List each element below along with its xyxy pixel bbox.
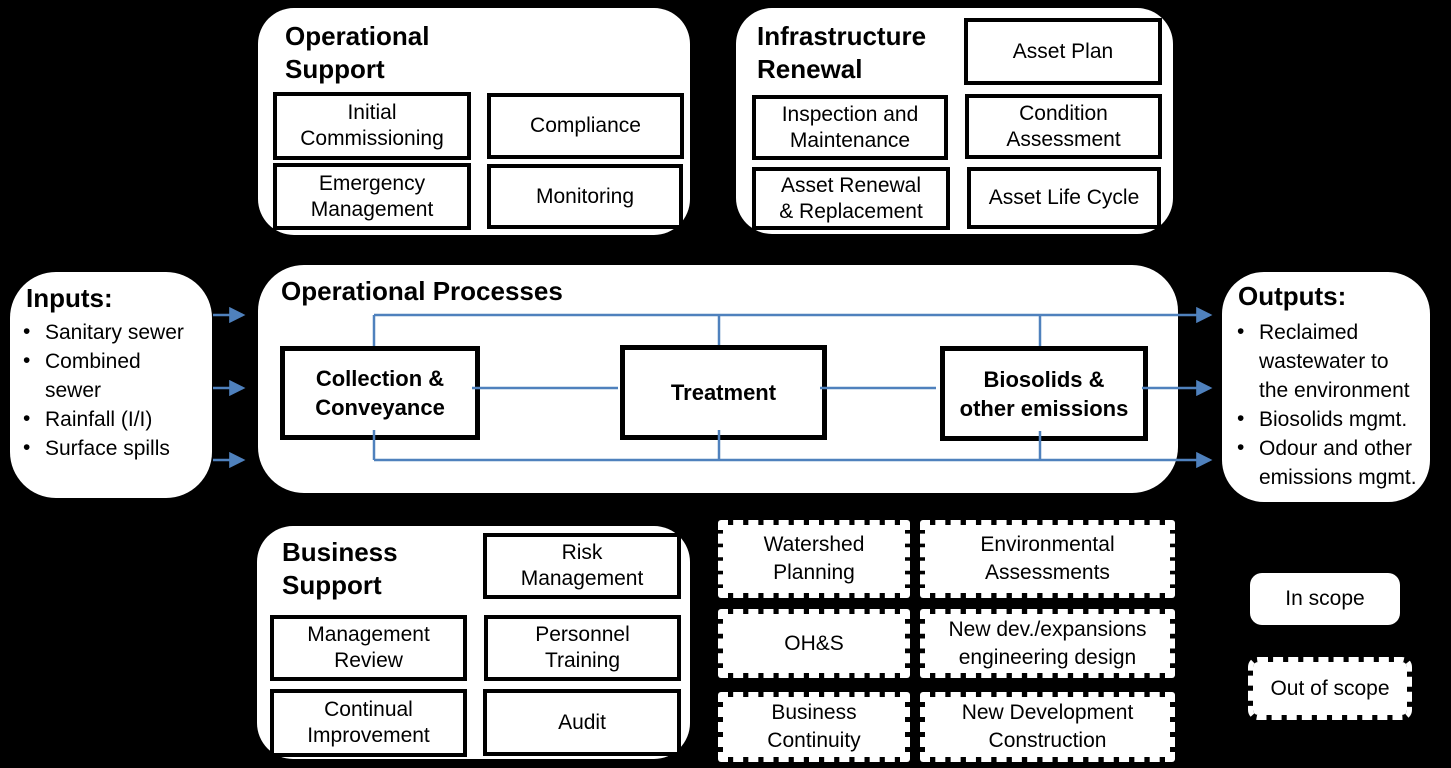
box-initial-commissioning: Initial Commissioning [273, 92, 471, 160]
input-item-surface-spills: Surface spills [18, 433, 210, 463]
infrastructure-renewal-title: Infrastructure Renewal [757, 21, 927, 84]
out-of-scope-box-ohs: OH&S [718, 609, 910, 678]
panel-business-support: Business Support Risk Management Managem… [257, 526, 690, 759]
inputs-title: Inputs: [26, 283, 113, 313]
out-of-scope-box-watershed-planning: Watershed Planning [718, 520, 910, 598]
box-condition-assessment: Condition Assessment [965, 94, 1162, 159]
box-asset-life-cycle: Asset Life Cycle [967, 167, 1161, 229]
box-asset-renewal-replacement: Asset Renewal & Replacement [752, 167, 950, 230]
box-monitoring: Monitoring [487, 164, 683, 229]
panel-operational-support: Operational Support Initial Commissionin… [258, 8, 690, 235]
panel-infrastructure-renewal: Infrastructure Renewal Asset Plan Inspec… [736, 8, 1173, 234]
box-risk-management: Risk Management [483, 533, 681, 599]
stage-biosolids-other-emissions: Biosolids & other emissions [940, 346, 1148, 441]
panel-operational-processes: Operational Processes Collection & Conve… [258, 265, 1178, 493]
box-personnel-training: Personnel Training [484, 615, 681, 681]
input-item-rainfall: Rainfall (I/I) [18, 404, 210, 434]
out-of-scope-box-new-dev-engineering-design: New dev./expansions engineering design [920, 609, 1175, 678]
business-support-title: Business Support [282, 537, 398, 600]
box-continual-improvement: Continual Improvement [270, 689, 467, 757]
box-management-review: Management Review [270, 615, 467, 681]
operational-processes-title: Operational Processes [281, 276, 563, 306]
output-item-odour-emissions-mgmt: Odour and other emissions mgmt. [1232, 433, 1428, 492]
input-item-sanitary-sewer: Sanitary sewer [18, 317, 210, 347]
out-of-scope-box-new-development-construction: New Development Construction [920, 692, 1175, 762]
legend-out-of-scope: Out of scope [1248, 657, 1412, 720]
stage-treatment: Treatment [620, 345, 827, 440]
stage-collection-conveyance: Collection & Conveyance [280, 346, 480, 440]
output-item-reclaimed-wastewater: Reclaimed wastewater to the environment [1232, 317, 1428, 405]
input-item-combined-sewer: Combined sewer [18, 346, 210, 405]
box-compliance: Compliance [487, 93, 684, 159]
box-audit: Audit [483, 689, 681, 756]
legend-in-scope: In scope [1250, 573, 1400, 625]
operational-support-title: Operational Support [285, 21, 430, 84]
output-item-biosolids-mgmt: Biosolids mgmt. [1232, 404, 1428, 434]
panel-outputs: Outputs: Reclaimed wastewater to the env… [1222, 272, 1430, 502]
inputs-list: Sanitary sewer Combined sewer Rainfall (… [18, 317, 210, 463]
out-of-scope-box-business-continuity: Business Continuity [718, 692, 910, 762]
box-inspection-and-maintenance: Inspection and Maintenance [752, 95, 948, 160]
box-asset-plan: Asset Plan [964, 18, 1162, 85]
out-of-scope-box-environmental-assessments: Environmental Assessments [920, 520, 1175, 598]
outputs-list: Reclaimed wastewater to the environment … [1232, 317, 1428, 492]
panel-inputs: Inputs: Sanitary sewer Combined sewer Ra… [10, 272, 212, 498]
outputs-title: Outputs: [1238, 281, 1347, 311]
box-emergency-management: Emergency Management [273, 163, 471, 230]
